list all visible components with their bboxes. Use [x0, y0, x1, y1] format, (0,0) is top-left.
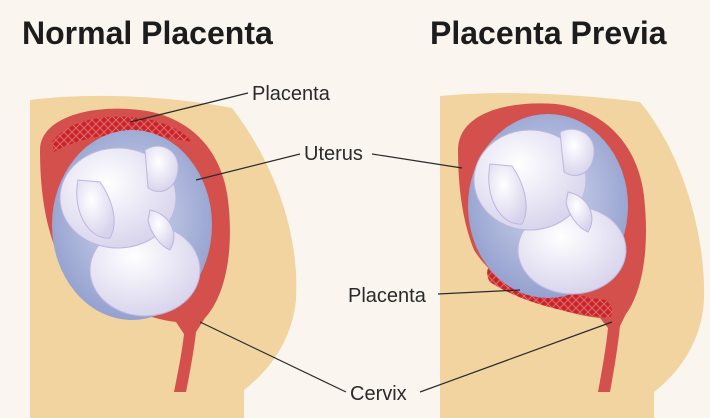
title-placenta-previa: Placenta Previa: [430, 15, 667, 51]
label-placenta-bottom: Placenta: [348, 285, 427, 307]
label-uterus: Uterus: [304, 143, 363, 165]
label-placenta-top: Placenta: [252, 83, 331, 105]
normal-placenta-illustration: [30, 96, 296, 418]
title-normal-placenta: Normal Placenta: [22, 15, 273, 51]
label-cervix: Cervix: [350, 383, 407, 405]
placenta-previa-illustration: [440, 93, 704, 418]
